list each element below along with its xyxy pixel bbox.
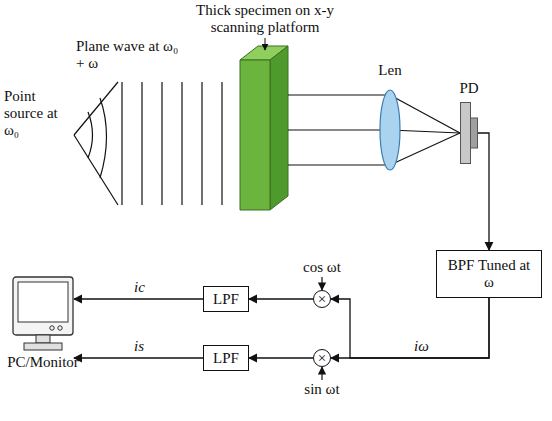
plane-wavefront [161,82,162,205]
signal-connector [331,298,489,358]
monitor-stand [36,335,50,343]
source-label: Point source at ω₀ [4,88,68,139]
source-ray [74,82,118,135]
spherical-wavefront [100,98,107,178]
photodetector: PD [460,102,478,164]
optical-rays [288,95,460,165]
lens-label: Len [370,62,410,79]
ray [288,129,390,130]
node-text: PC/Monitor [7,354,79,371]
oscillator-arrow [321,367,322,380]
monitor-knob [58,326,62,330]
signal-name: ic [132,279,147,296]
ray [288,164,390,165]
monitor-case [13,277,73,335]
specimen-front [240,60,270,210]
label-pointer [265,38,266,50]
point-source-rays [74,82,118,205]
photodetector-body [460,102,478,164]
spherical-wavefront [88,112,93,158]
specimen-slab [240,46,288,210]
plane-wavefronts [122,82,222,205]
specimen-side [270,46,288,210]
specimen-label: Thick specimen on x-y scanning platform [180,2,350,36]
node-text: PD [459,80,478,97]
oscillator-label: sin ωt [290,381,354,398]
signal-name: is [132,338,146,355]
ray [288,94,390,95]
mixer-circle: × [313,290,331,308]
monitor-screen [18,282,68,322]
wave-label: Plane wave at ω₀ + ω [76,38,186,72]
filter-box: BPF Tuned at ω [436,250,542,298]
node-text: LPF [213,350,239,367]
mixer-circle: × [313,349,331,367]
monitor-drawing [12,276,74,352]
signal-name: iω [412,338,431,355]
plane-wavefront [201,82,202,205]
monitor-knob [50,326,54,330]
lens [380,90,400,170]
signal-connector [249,357,313,358]
focused-ray [390,133,460,165]
oscillator-label: cos ωt [290,259,354,276]
signal-connector [478,133,489,250]
signal-connector [74,357,203,358]
plane-wavefront [181,82,182,205]
monitor: PC/Monitor [12,276,74,352]
plane-wavefront [141,82,142,205]
signal-connector [249,298,313,299]
signal-connector [331,298,489,358]
plane-wavefront [221,82,222,205]
filter-box: LPF [203,345,249,371]
plane-wavefront [121,82,122,205]
node-text: × [318,292,326,307]
filter-box: LPF [203,286,249,312]
photodetector-housing [471,118,478,148]
node-text: BPF Tuned at ω [447,257,531,291]
signal-connector [74,298,203,299]
source-ray [74,135,118,205]
node-text: × [318,351,326,366]
oscillator-arrow [321,277,322,290]
node-text: LPF [213,291,239,308]
monitor-base [24,343,62,350]
photodetector-face [461,103,471,164]
